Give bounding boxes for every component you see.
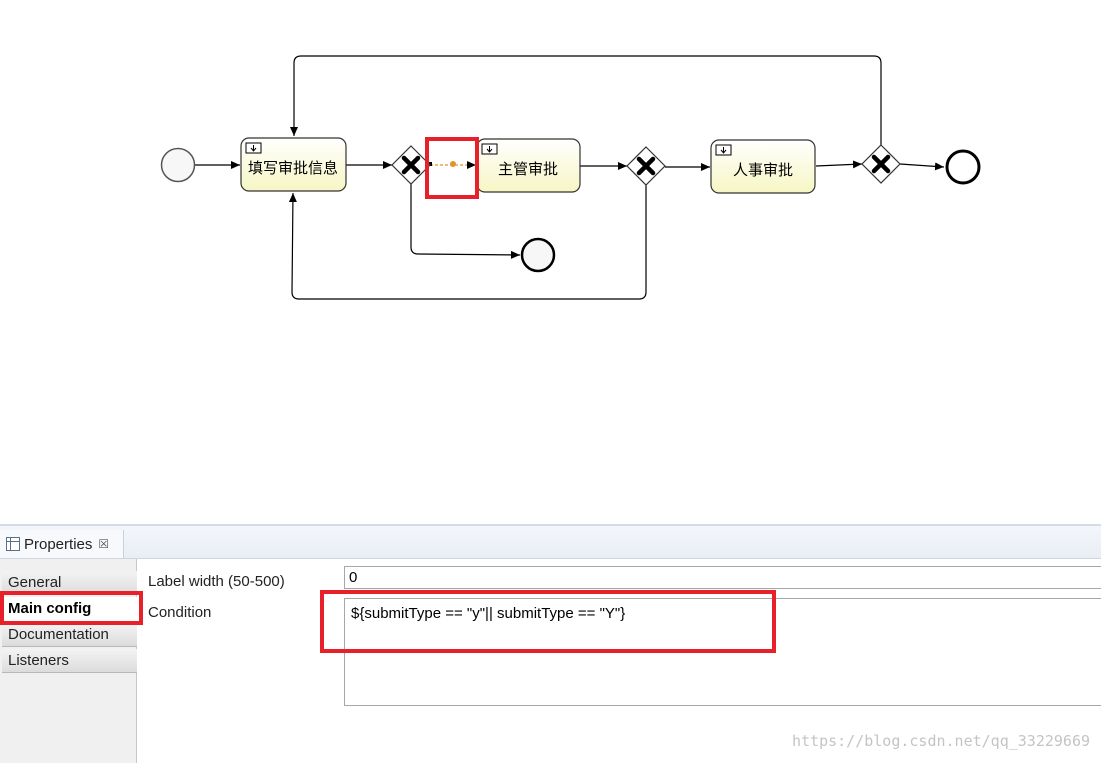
task-manager-approval[interactable]: 主管审批	[476, 138, 581, 193]
sidebar-item-documentation[interactable]: Documentation	[2, 623, 137, 647]
x-icon	[401, 155, 421, 175]
properties-header: Properties ☒	[0, 526, 1101, 559]
properties-panel: Properties ☒ General Main config Documen…	[0, 524, 1101, 763]
properties-table-icon	[6, 537, 20, 551]
label-width-label: Label width (50-500)	[148, 573, 285, 590]
start-event[interactable]	[160, 147, 196, 183]
label-width-input[interactable]: 0	[344, 566, 1101, 589]
highlight-box-main-config	[0, 591, 143, 625]
exclusive-gateway-1[interactable]	[391, 145, 431, 185]
properties-tab-title: Properties	[24, 535, 93, 553]
condition-label: Condition	[148, 604, 212, 621]
x-icon	[871, 154, 891, 174]
task-label: 人事审批	[733, 161, 793, 179]
panel-divider	[0, 524, 1101, 526]
close-icon[interactable]: ☒	[98, 537, 110, 551]
sidebar-item-listeners[interactable]: Listeners	[2, 649, 137, 673]
flow-gateway3-to-end[interactable]	[899, 162, 945, 171]
flow-gateway3-back-to-fill[interactable]	[290, 55, 882, 145]
selected-flow-gateway1-to-manager[interactable]	[428, 161, 476, 169]
watermark: https://blog.csdn.net/qq_33229669	[791, 732, 1090, 750]
flow-gateway2-back-to-fill[interactable]	[288, 185, 647, 300]
flow-gateway1-to-end2[interactable]	[410, 184, 521, 259]
task-hr-approval[interactable]: 人事审批	[710, 139, 816, 194]
end-event-main[interactable]	[945, 149, 981, 185]
task-label: 主管审批	[498, 160, 558, 178]
highlight-box-condition	[320, 590, 776, 653]
end-event-reject[interactable]	[520, 237, 556, 273]
exclusive-gateway-3[interactable]	[861, 144, 901, 184]
task-label: 填写审批信息	[248, 159, 338, 177]
bpmn-diagram-canvas[interactable]: 填写审批信息 主管审批 人事审批	[0, 0, 1101, 520]
x-icon	[636, 156, 656, 176]
properties-tab[interactable]: Properties ☒	[0, 530, 124, 558]
sequence-flows[interactable]	[195, 55, 945, 300]
properties-sidebar: General Main config Documentation Listen…	[0, 559, 137, 763]
sidebar-item-main-config[interactable]: Main config	[2, 597, 137, 621]
flow-hr-to-gateway3[interactable]	[815, 160, 863, 169]
highlight-box-selected-flow	[425, 137, 479, 199]
task-fill-approval-info[interactable]: 填写审批信息	[240, 137, 347, 192]
exclusive-gateway-2[interactable]	[626, 146, 666, 186]
